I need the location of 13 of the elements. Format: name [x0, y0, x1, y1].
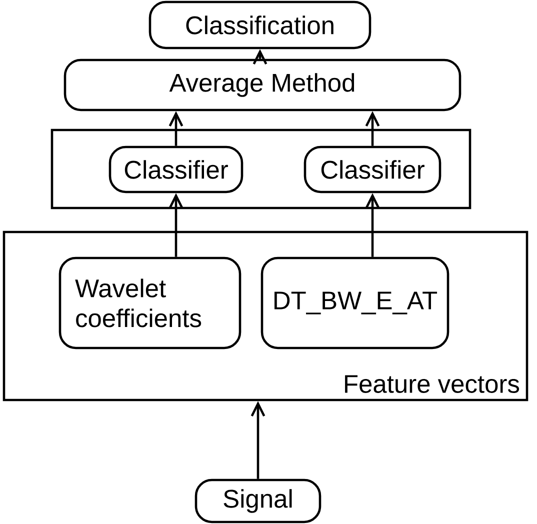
group-box	[50, 128, 472, 210]
arrow	[365, 193, 380, 257]
process-box: Average Method	[64, 58, 462, 112]
arrow	[365, 111, 380, 146]
arrow	[168, 111, 184, 146]
arrow	[168, 193, 184, 257]
process-box: Classifier	[304, 146, 442, 194]
process-box: Classifier	[108, 146, 244, 194]
process-box: Classification	[148, 0, 372, 50]
process-box: Wavelet coefficients	[58, 256, 242, 350]
process-box: Signal	[194, 478, 322, 524]
process-box: DT_BW_E_AT	[260, 256, 450, 350]
arrow	[250, 401, 266, 479]
